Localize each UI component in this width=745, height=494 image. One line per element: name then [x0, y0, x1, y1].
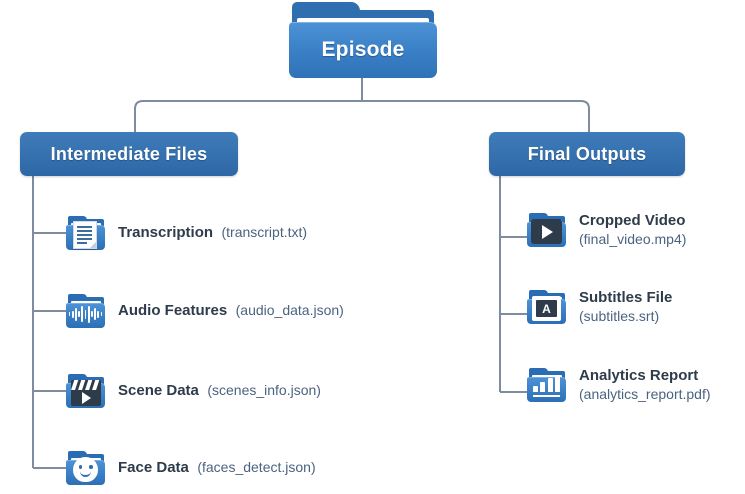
closed-captions-folder-icon: A [527, 289, 567, 325]
leaf-filename: (faces_detect.json) [197, 459, 316, 475]
category-box-final-outputs[interactable]: Final Outputs [489, 132, 685, 176]
leaf-filename: (scenes_info.json) [207, 382, 321, 398]
bar-chart-folder-icon [527, 367, 567, 403]
leaf-filename: (subtitles.srt) [579, 307, 660, 324]
leaf-title: Transcription [118, 224, 214, 241]
leaf-filename: (transcript.txt) [221, 224, 308, 240]
leaf-filename: (analytics_report.pdf) [579, 385, 711, 402]
leaf-title: Cropped Video [579, 212, 686, 229]
root-node-label: Episode [321, 38, 405, 61]
leaf-scene-data[interactable]: Scene Data (scenes_info.json) [66, 373, 321, 409]
leaf-analytics-report[interactable]: Analytics Report (analytics_report.pdf) [527, 367, 711, 403]
leaf-title: Audio Features [118, 302, 228, 319]
waveform-folder-icon [66, 293, 106, 329]
document-folder-icon [66, 215, 106, 251]
leaf-filename: (final_video.mp4) [579, 230, 687, 247]
play-folder-icon [527, 212, 567, 248]
leaf-transcription[interactable]: Transcription (transcript.txt) [66, 215, 307, 251]
leaf-cropped-video[interactable]: Cropped Video (final_video.mp4) [527, 212, 686, 248]
category-label-intermediate-files: Intermediate Files [50, 143, 208, 164]
leaf-filename: (audio_data.json) [235, 302, 344, 318]
leaf-subtitles-file[interactable]: A Subtitles File (subtitles.srt) [527, 289, 672, 325]
face-folder-icon [66, 450, 106, 486]
leaf-title: Scene Data [118, 382, 199, 399]
wire-split [134, 100, 590, 132]
clapperboard-folder-icon [66, 373, 106, 409]
root-node-episode[interactable]: Episode [289, 2, 437, 78]
leaf-audio-features[interactable]: Audio Features (audio_data.json) [66, 293, 344, 329]
leaf-title: Subtitles File [579, 289, 673, 306]
leaf-title: Analytics Report [579, 367, 699, 384]
category-box-intermediate-files[interactable]: Intermediate Files [20, 132, 238, 176]
leaf-face-data[interactable]: Face Data (faces_detect.json) [66, 450, 316, 486]
category-label-final-outputs: Final Outputs [527, 143, 647, 164]
folder-icon [289, 2, 437, 78]
leaf-title: Face Data [118, 459, 189, 476]
